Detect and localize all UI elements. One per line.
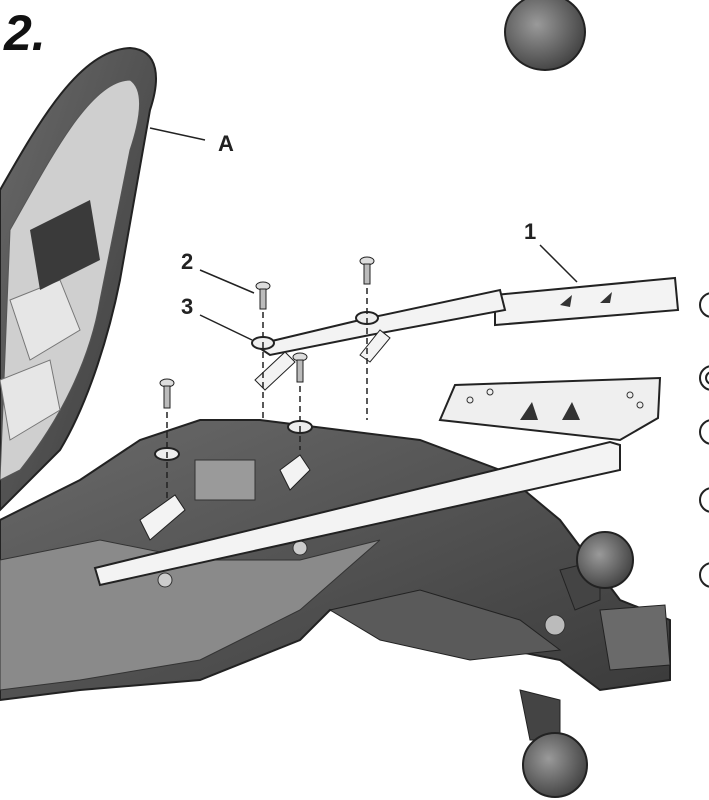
step-number: 2. — [4, 5, 46, 61]
turn-signal-bottom — [519, 689, 588, 798]
screw-2d — [292, 352, 308, 383]
turn-signal-top — [504, 0, 586, 71]
leader-lines — [149, 127, 578, 341]
label-3: 3 — [181, 294, 194, 319]
rack-part-1 — [252, 276, 680, 391]
turn-signal-right — [559, 531, 634, 611]
alignment-lines — [166, 288, 368, 500]
screw-2b — [359, 256, 375, 285]
screw-2a — [255, 281, 271, 310]
right-edge-markers — [699, 292, 709, 588]
rack-lower — [93, 376, 662, 587]
seat-part-a — [0, 46, 157, 512]
label-1: 1 — [524, 219, 537, 244]
screw-2c — [159, 378, 175, 409]
label-2: 2 — [181, 249, 194, 274]
label-a: A — [218, 131, 234, 156]
